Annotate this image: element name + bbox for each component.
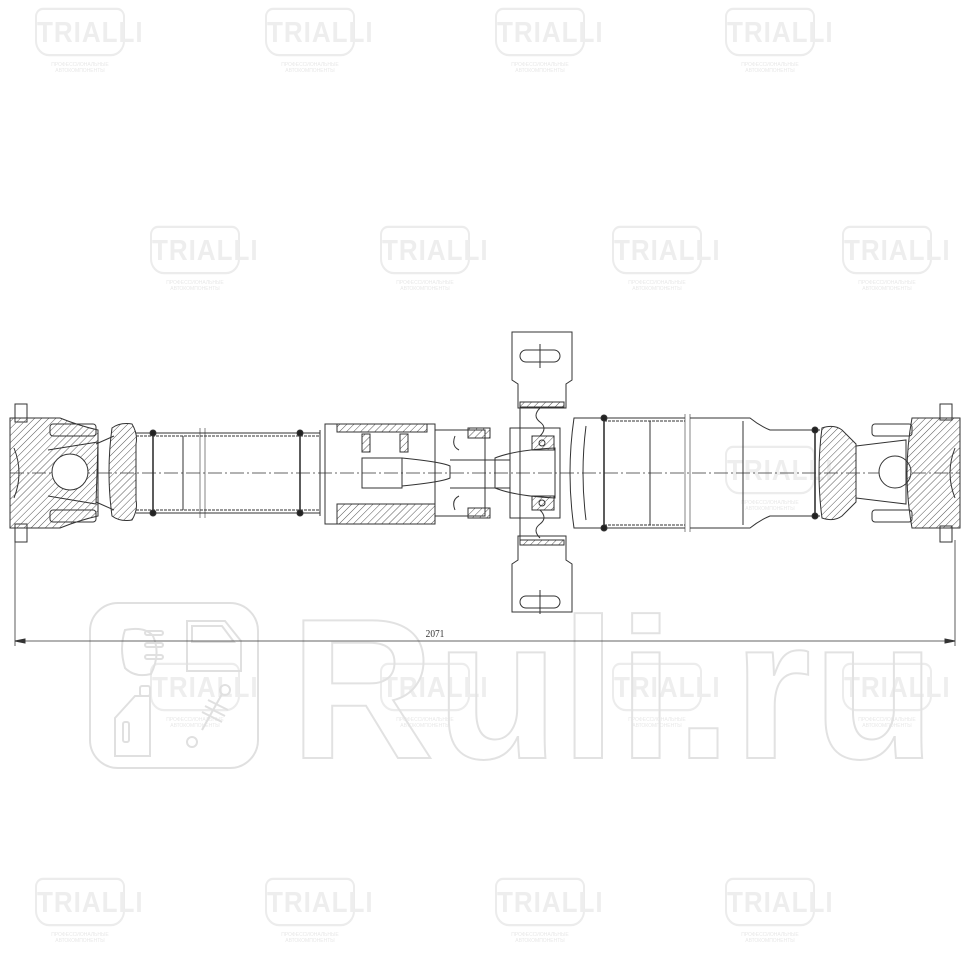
oil-canister-icon: [114, 685, 151, 757]
headlight-icon: [121, 627, 164, 677]
center-bearing-bracket: [494, 331, 573, 614]
left-tube: [136, 428, 321, 518]
shock-absorber-icon: [186, 684, 231, 748]
overall-length-dimension: [14, 540, 956, 646]
ruli-watermark-text: Ruli.ru: [289, 578, 938, 801]
car-door-icon: [186, 620, 242, 672]
right-universal-joint: [818, 423, 913, 523]
left-flange-yoke: [9, 403, 99, 543]
dimension-label: 2071: [425, 628, 445, 640]
right-tube: [569, 414, 820, 532]
right-flange-yoke: [906, 403, 961, 543]
slip-joint-housing: [324, 423, 511, 525]
left-tube-yoke: [95, 423, 137, 521]
